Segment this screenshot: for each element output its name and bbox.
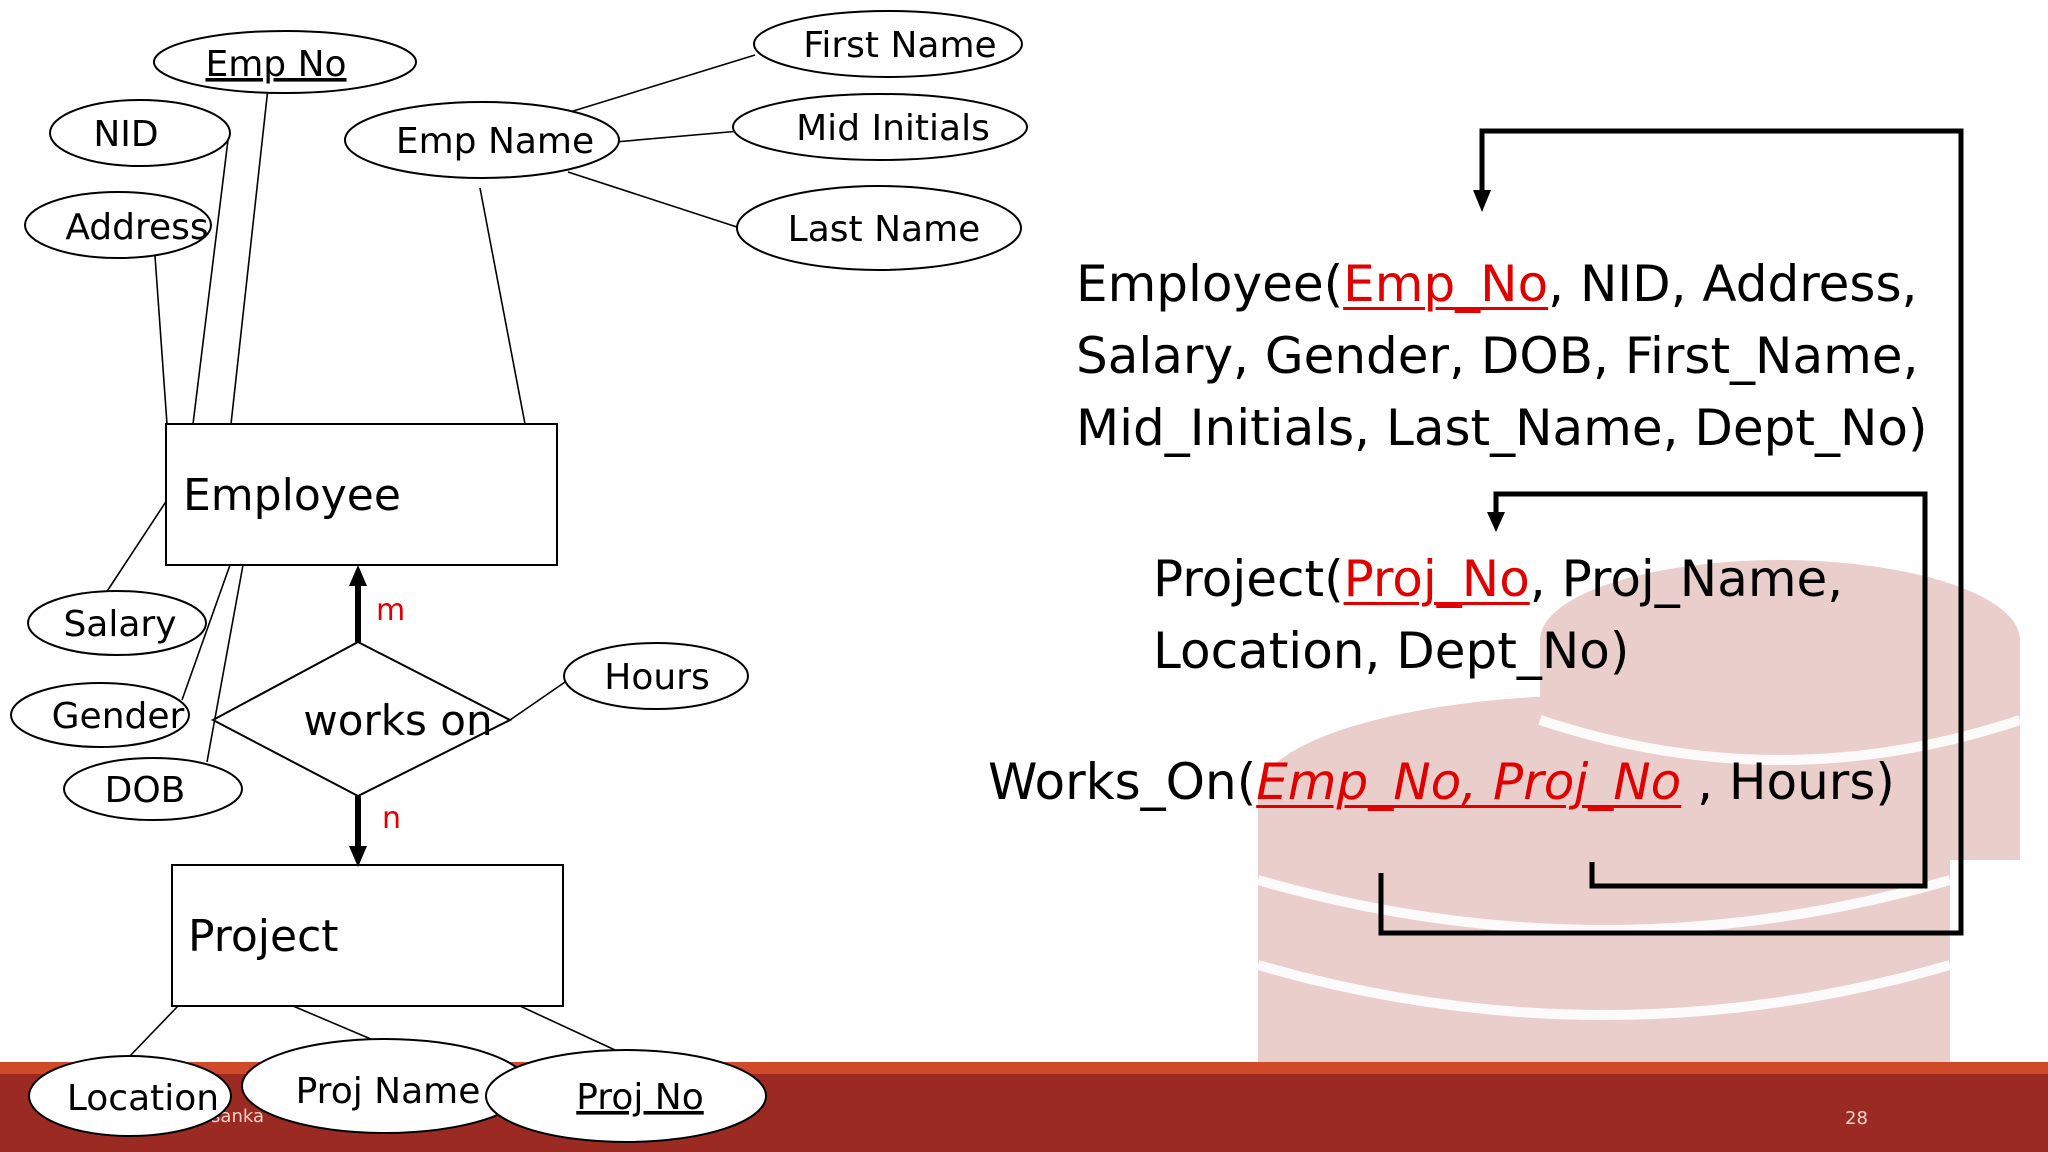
line-address [154, 255, 168, 425]
line-nid [192, 139, 229, 425]
svg-text:Emp No: Emp No [205, 44, 346, 85]
attribute-hours: Hours [563, 642, 749, 710]
line-emp-no [230, 87, 269, 425]
line-emp-name [479, 187, 526, 425]
line-location [127, 1005, 179, 1059]
line-dob [206, 564, 244, 763]
attribute-address: Address [24, 191, 212, 259]
cardinality-m: m [376, 593, 405, 628]
line-last-name [567, 171, 741, 229]
svg-text:Address: Address [65, 207, 208, 248]
relation-project-line2: Location, Dept_No) [1153, 622, 1630, 680]
attribute-emp-name: Emp Name [344, 101, 620, 179]
line-mid-initials [614, 130, 741, 143]
line-salary [99, 499, 168, 603]
attribute-location: Location [28, 1055, 232, 1137]
entity-project: Project [171, 864, 564, 1007]
line-gender [181, 564, 231, 701]
relation-project: Project(Proj_No, Proj_Name, Location, De… [1153, 543, 1843, 687]
line-proj-no [519, 1005, 616, 1051]
svg-text:Mid Initials: Mid Initials [796, 108, 990, 149]
svg-text:Employee: Employee [183, 470, 401, 521]
svg-text:Location: Location [67, 1078, 219, 1119]
svg-text:Project: Project [188, 911, 339, 962]
line-hours [509, 679, 569, 721]
arrow-down-to-project [349, 796, 367, 867]
attribute-gender: Gender [10, 682, 190, 748]
attribute-emp-no: Emp No [153, 30, 417, 94]
relation-employee: Employee(Emp_No, NID, Address, Salary, G… [1076, 248, 1928, 464]
svg-text:Proj Name: Proj Name [296, 1071, 481, 1112]
svg-text:Proj No: Proj No [576, 1077, 704, 1118]
database-watermark-bands [1256, 715, 2022, 1020]
cardinality-n: n [382, 801, 401, 836]
svg-text:NID: NID [93, 114, 158, 155]
attribute-salary: Salary [27, 590, 207, 656]
entity-employee: Employee [165, 423, 558, 566]
attribute-proj-name: Proj Name [241, 1038, 529, 1134]
attribute-proj-no: Proj No [485, 1049, 767, 1143]
relation-employee-line3: Mid_Initials, Last_Name, Dept_No) [1076, 399, 1928, 457]
attribute-nid: NID [49, 99, 231, 167]
svg-text:Gender: Gender [52, 696, 185, 737]
primary-key-emp-no: Emp_No [1343, 255, 1549, 313]
relation-employee-line1: Employee(Emp_No, NID, Address, [1076, 255, 1918, 313]
attribute-last-name: Last Name [736, 185, 1022, 271]
primary-key-proj-no: Proj_No [1343, 550, 1530, 608]
attribute-first-name: First Name [753, 10, 1023, 78]
attribute-dob: DOB [63, 757, 243, 821]
connector-lines [99, 54, 756, 1059]
svg-text:Salary: Salary [63, 604, 176, 645]
relation-employee-line2: Salary, Gender, DOB, First_Name, [1076, 327, 1919, 385]
arrow-up-to-employee [349, 565, 367, 642]
line-first-name [569, 54, 756, 113]
attribute-mid-initials: Mid Initials [732, 93, 1028, 161]
svg-text:works on: works on [303, 696, 492, 745]
relation-project-line1: Project(Proj_No, Proj_Name, [1153, 550, 1844, 608]
database-watermark-icon [1258, 560, 2020, 1062]
svg-text:Emp Name: Emp Name [396, 121, 594, 162]
composite-key-emp-no-proj-no: Emp_No, Proj_No [1256, 753, 1682, 811]
relationship-works-on: works on [210, 640, 513, 798]
svg-text:DOB: DOB [105, 770, 186, 811]
svg-text:Last Name: Last Name [788, 209, 981, 250]
svg-text:Hours: Hours [604, 657, 709, 698]
relation-works-on: Works_On(Emp_No, Proj_No , Hours) [988, 753, 1895, 811]
fk-bracket-emp-no [1378, 128, 1964, 936]
page-number: 28 [1845, 1108, 1868, 1129]
fk-bracket-proj-no [1487, 491, 1928, 889]
svg-text:First Name: First Name [803, 25, 996, 66]
